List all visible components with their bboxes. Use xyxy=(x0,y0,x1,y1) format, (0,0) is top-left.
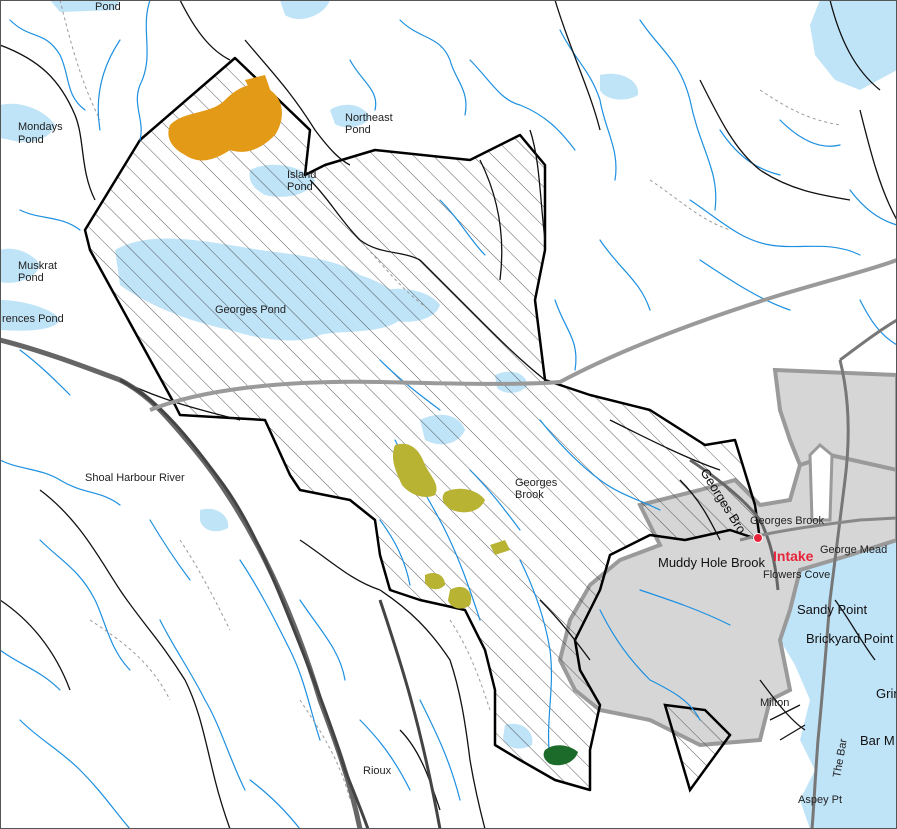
label-northeast-pond-1: Northeast xyxy=(345,112,393,124)
olive-patch-2 xyxy=(442,488,485,513)
label-mondays-pond-1: Mondays xyxy=(18,121,63,133)
label-bar-m: Bar M xyxy=(860,733,895,748)
label-frences-pond: rences Pond xyxy=(2,313,64,325)
label-muskrat-pond-1: Muskrat xyxy=(18,260,57,272)
highways xyxy=(0,258,897,829)
label-island-pond-2: Pond xyxy=(287,181,313,193)
label-flowers-cove: Flowers Cove xyxy=(763,569,830,581)
label-shoal-harbour-river: Shoal Harbour River xyxy=(85,472,185,484)
label-grin: Grin xyxy=(876,686,897,701)
bay xyxy=(810,0,897,90)
mondays-pond xyxy=(0,103,55,142)
label-aspey-pt: Aspey Pt xyxy=(798,794,842,806)
label-george-mead: George Mead xyxy=(820,544,887,556)
label-georges-pond: Georges Pond xyxy=(215,304,286,316)
frences-pond xyxy=(0,300,60,331)
forest-patches xyxy=(168,75,578,766)
map-labels: Pond Mondays Pond Northeast Pond Island … xyxy=(2,1,897,806)
label-georges-brook-mid-2: Brook xyxy=(515,489,544,501)
muskrat-pond xyxy=(0,248,40,283)
label-sandy-point: Sandy Point xyxy=(797,602,867,617)
northeast-pond xyxy=(330,104,370,128)
label-milton: Milton xyxy=(760,697,789,709)
label-georges-brook-town: Georges Brook xyxy=(750,515,824,527)
pond-upper-right xyxy=(600,73,639,100)
label-muddy-hole-brook: Muddy Hole Brook xyxy=(658,555,765,570)
green-patch xyxy=(543,745,578,766)
olive-patch-4 xyxy=(448,586,472,609)
label-island-pond-1: Island xyxy=(287,169,316,181)
label-rioux: Rioux xyxy=(363,765,392,777)
pond-west xyxy=(200,508,229,532)
orange-patch xyxy=(168,84,282,161)
label-brickyard-point: Brickyard Point xyxy=(806,631,894,646)
intake-marker[interactable] xyxy=(753,533,763,543)
label-muskrat-pond-2: Pond xyxy=(18,272,44,284)
pond-nw xyxy=(50,0,120,12)
coastal-water xyxy=(780,540,897,829)
olive-patch-1 xyxy=(392,443,437,497)
label-intake: Intake xyxy=(773,548,814,564)
label-mondays-pond-2: Pond xyxy=(18,134,44,146)
olive-patch-3 xyxy=(425,573,445,590)
label-georges-brook-mid-1: Georges xyxy=(515,477,558,489)
olive-patch-5 xyxy=(490,540,510,555)
label-pond-top: Pond xyxy=(95,1,121,13)
label-northeast-pond-2: Pond xyxy=(345,124,371,136)
top-pond xyxy=(280,0,330,20)
orange-patch-2 xyxy=(245,75,272,100)
